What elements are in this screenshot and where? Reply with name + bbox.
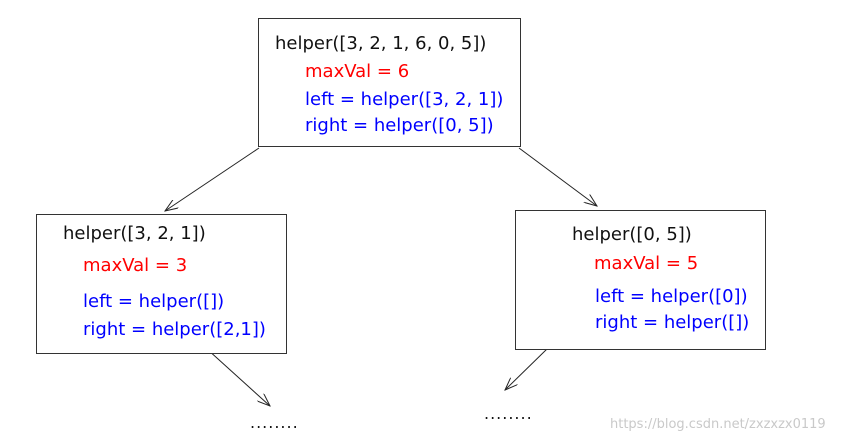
right-node: helper([0, 5]) maxVal = 5 left = helper(… <box>515 210 766 350</box>
right-node-call: helper([0, 5]) <box>572 224 692 245</box>
root-maxval: maxVal = 6 <box>305 61 410 82</box>
root-call: helper([3, 2, 1, 6, 0, 5]) <box>275 33 487 54</box>
ellipsis-right: ........ <box>484 404 533 423</box>
arrow-root-to-right <box>518 147 597 206</box>
ellipsis-left: ........ <box>250 413 299 432</box>
arrow-root-to-left <box>165 147 260 211</box>
left-node-call: helper([3, 2, 1]) <box>63 223 206 244</box>
right-node-maxval: maxVal = 5 <box>594 253 699 274</box>
right-node-right: right = helper([]) <box>595 312 750 333</box>
right-node-left: left = helper([0]) <box>595 286 748 307</box>
left-node-right: right = helper([2,1]) <box>83 319 266 340</box>
left-node-left: left = helper([]) <box>83 291 225 312</box>
left-node-maxval: maxVal = 3 <box>83 255 188 276</box>
root-left: left = helper([3, 2, 1]) <box>305 89 504 110</box>
left-node: helper([3, 2, 1]) maxVal = 3 left = help… <box>36 214 287 354</box>
root-node: helper([3, 2, 1, 6, 0, 5]) maxVal = 6 le… <box>258 18 521 147</box>
watermark: https://blog.csdn.net/zxzxzx0119 <box>610 417 826 432</box>
root-right: right = helper([0, 5]) <box>305 115 494 136</box>
